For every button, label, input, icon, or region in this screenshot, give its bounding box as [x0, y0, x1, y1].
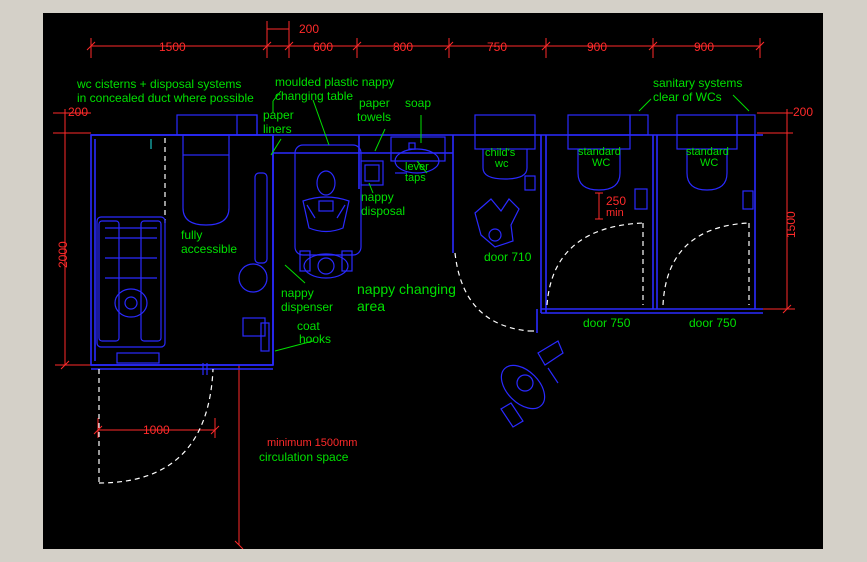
dim-bottom-1000: 1000: [143, 423, 170, 437]
label-nappy-area-2: area: [357, 298, 385, 314]
nappy-changing-table: [294, 144, 362, 256]
walking-person-figure: [500, 340, 564, 428]
dim-top-200: 200: [299, 22, 319, 36]
label-standard-wc-1b: WC: [592, 157, 610, 169]
label-paper-towels-2: towels: [357, 110, 391, 124]
label-soap: soap: [405, 96, 431, 110]
dim-grab-min: min: [606, 207, 624, 219]
label-nappy-disposal-2: disposal: [361, 204, 405, 218]
circulation-dimension-tick: [234, 540, 244, 549]
label-paper-liners-2: liners: [263, 122, 292, 136]
standard-wc-1-door-swing: [546, 222, 644, 306]
dim-left-200: 200: [68, 105, 88, 119]
accessible-wc: [150, 134, 270, 352]
label-nappy-area-1: nappy changing: [357, 281, 456, 297]
childs-wc: [474, 134, 536, 191]
label-childs-wc-2: wc: [494, 158, 509, 170]
hand-basin: [390, 136, 446, 174]
floor-plan-drawing: 1500 200 600 800 750 900 900 200 200 200…: [53, 21, 813, 549]
left-height-dimension: [55, 137, 93, 370]
right-height-dimension: [763, 137, 795, 314]
drawing-canvas: 1500 200 600 800 750 900 900 200 200 200…: [43, 13, 823, 549]
wheelchair-symbol: [96, 216, 166, 364]
side-200-dimensions: [53, 109, 793, 137]
label-nappy-dispenser-2: dispenser: [281, 300, 333, 314]
label-coat-hooks-2: hooks: [299, 332, 331, 346]
label-paper-towels-1: paper: [359, 96, 390, 110]
label-paper-liners-1: paper: [263, 108, 294, 122]
label-nappy-dispenser-1: nappy: [281, 286, 314, 300]
dim-top-1500: 1500: [159, 40, 186, 54]
dim-top-600: 600: [313, 40, 333, 54]
bottom-width-dimension: [93, 418, 220, 438]
door-710-swing: [454, 252, 537, 332]
adult-figure-changing: [299, 250, 353, 279]
standard-wc-2-door-swing: [662, 222, 750, 306]
top-dimension-chain: [86, 21, 765, 58]
label-lever-taps-1: lever: [405, 161, 429, 173]
standard-wc-2: [676, 134, 754, 210]
label-coat-hooks-1: coat: [297, 319, 320, 333]
label-circulation-2: circulation space: [259, 450, 349, 464]
dim-top-800: 800: [393, 40, 413, 54]
label-standard-wc-1a: standard: [578, 146, 621, 158]
label-standard-wc-2a: standard: [686, 146, 729, 158]
label-circulation-1: minimum 1500mm: [267, 437, 357, 449]
note-moulded-line2: changing table: [275, 89, 353, 103]
nappy-disposal-bin: [360, 160, 384, 186]
label-lever-taps-2: taps: [405, 172, 426, 184]
building-walls: [90, 134, 763, 370]
entrance-door-swing: [98, 363, 214, 484]
label-nappy-disposal-1: nappy: [361, 190, 394, 204]
dim-top-900-b: 900: [694, 40, 714, 54]
label-door-750-b: door 750: [689, 316, 737, 330]
leader-lines: [270, 90, 750, 352]
label-standard-wc-2b: WC: [700, 157, 718, 169]
dim-right-1500: 1500: [784, 211, 798, 238]
dim-right-200: 200: [793, 105, 813, 119]
childs-figure: [474, 198, 520, 248]
note-cisterns-line1: wc cisterns + disposal systems: [76, 77, 241, 91]
label-childs-wc-1: child's: [485, 147, 516, 159]
dim-left-2000: 2000: [56, 241, 70, 268]
label-door-710: door 710: [484, 250, 532, 264]
dim-top-900-a: 900: [587, 40, 607, 54]
label-fully-accessible-2: accessible: [181, 242, 237, 256]
dim-top-750: 750: [487, 40, 507, 54]
note-cisterns-line2: in concealed duct where possible: [77, 91, 254, 105]
note-moulded-line1: moulded plastic nappy: [275, 75, 394, 89]
note-sanitary-line1: sanitary systems: [653, 76, 742, 90]
dim-grab-250: 250: [606, 194, 626, 208]
note-sanitary-line2: clear of WCs: [653, 90, 722, 104]
label-fully-accessible-1: fully: [181, 228, 202, 242]
standard-wc-1: [567, 134, 648, 220]
label-door-750-a: door 750: [583, 316, 631, 330]
